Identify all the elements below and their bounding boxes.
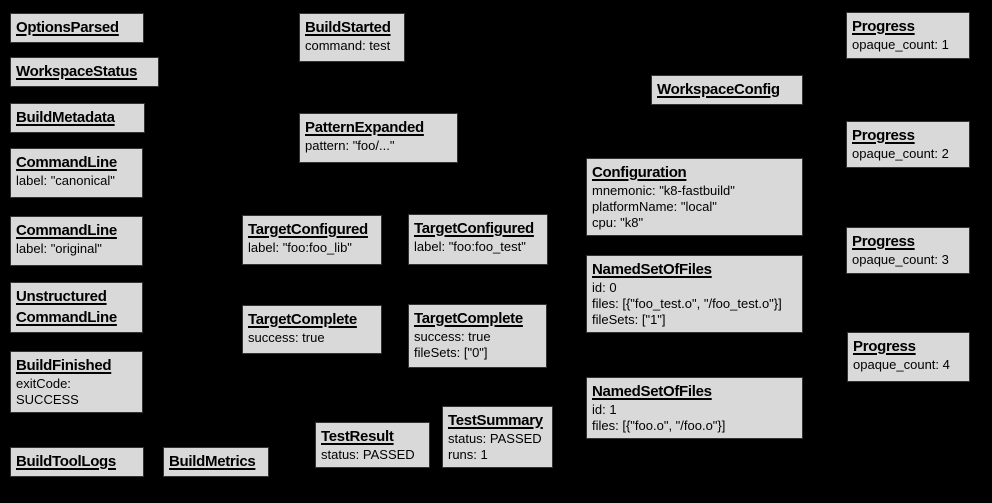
node-title: TargetConfigured [248,221,368,238]
node-test-result: TestResult status: PASSED [315,422,430,468]
node-title: Unstructured CommandLine [16,288,117,326]
node-progress-4: Progress opaque_count: 4 [847,332,970,382]
node-body: opaque_count: 1 [852,37,949,52]
node-body: label: "foo:foo_lib" [248,240,352,255]
node-title: BuildStarted [305,19,391,36]
node-title: BuildMetrics [169,453,256,470]
node-target-configured-test: TargetConfigured label: "foo:foo_test" [408,214,548,265]
node-title: CommandLine [16,222,117,239]
node-build-tool-logs: BuildToolLogs [10,447,144,477]
node-title: Progress [852,18,915,35]
node-unstructured-command-line: Unstructured CommandLine [10,282,143,333]
node-title: Progress [852,233,915,250]
node-title: Progress [853,338,916,355]
node-body: label: "canonical" [16,173,115,188]
node-build-finished: BuildFinished exitCode: SUCCESS [10,351,143,413]
node-title: TargetComplete [248,311,357,328]
node-named-set-of-files-1: NamedSetOfFiles id: 1 files: [{"foo.o", … [586,377,803,439]
node-command-line-canonical: CommandLine label: "canonical" [10,148,143,198]
node-title: OptionsParsed [16,19,119,36]
node-title: PatternExpanded [305,119,424,136]
node-title: BuildMetadata [16,109,115,126]
node-configuration: Configuration mnemonic: "k8-fastbuild" p… [586,158,803,236]
node-title: Progress [852,127,915,144]
node-body: status: PASSED runs: 1 [448,431,542,462]
node-options-parsed: OptionsParsed [10,13,144,43]
node-title: Configuration [592,164,687,181]
node-target-complete-test: TargetComplete success: true fileSets: [… [408,304,547,368]
node-workspace-config: WorkspaceConfig [651,75,803,105]
node-progress-2: Progress opaque_count: 2 [846,121,970,168]
node-title: TestResult [321,428,394,445]
node-command-line-original: CommandLine label: "original" [10,216,143,266]
node-progress-3: Progress opaque_count: 3 [846,227,970,274]
node-body: command: test [305,38,391,53]
node-named-set-of-files-0: NamedSetOfFiles id: 0 files: [{"foo_test… [586,255,803,333]
node-body: id: 1 files: [{"foo.o", "/foo.o"}] [592,402,726,433]
node-body: pattern: "foo/..." [305,138,395,153]
node-body: label: "original" [16,241,102,256]
node-build-metadata: BuildMetadata [10,103,145,133]
node-body: label: "foo:foo_test" [414,239,526,254]
node-title: WorkspaceStatus [16,63,138,80]
node-body: exitCode: SUCCESS [16,376,79,407]
node-body: status: PASSED [321,447,415,462]
node-title: TargetComplete [414,310,523,327]
node-target-complete-lib: TargetComplete success: true [242,305,382,354]
node-progress-1: Progress opaque_count: 1 [846,12,970,59]
node-title: NamedSetOfFiles [592,383,712,400]
node-body: mnemonic: "k8-fastbuild" platformName: "… [592,183,735,230]
node-pattern-expanded: PatternExpanded pattern: "foo/..." [299,113,458,163]
node-title: TestSummary [448,412,543,429]
node-body: opaque_count: 3 [852,252,949,267]
node-workspace-status: WorkspaceStatus [10,57,159,87]
node-body: success: true fileSets: ["0"] [414,329,491,360]
node-title: BuildFinished [16,357,112,374]
node-title: NamedSetOfFiles [592,261,712,278]
node-target-configured-lib: TargetConfigured label: "foo:foo_lib" [242,215,382,265]
node-body: opaque_count: 4 [853,357,950,372]
node-title: TargetConfigured [414,220,534,237]
node-build-started: BuildStarted command: test [299,13,405,62]
node-title: CommandLine [16,154,117,171]
node-test-summary: TestSummary status: PASSED runs: 1 [442,406,553,468]
node-body: id: 0 files: [{"foo_test.o", "/foo_test.… [592,280,782,327]
node-body: success: true [248,330,325,345]
node-title: WorkspaceConfig [657,81,780,98]
node-title: BuildToolLogs [16,453,116,470]
node-body: opaque_count: 2 [852,146,949,161]
node-build-metrics: BuildMetrics [163,447,269,477]
